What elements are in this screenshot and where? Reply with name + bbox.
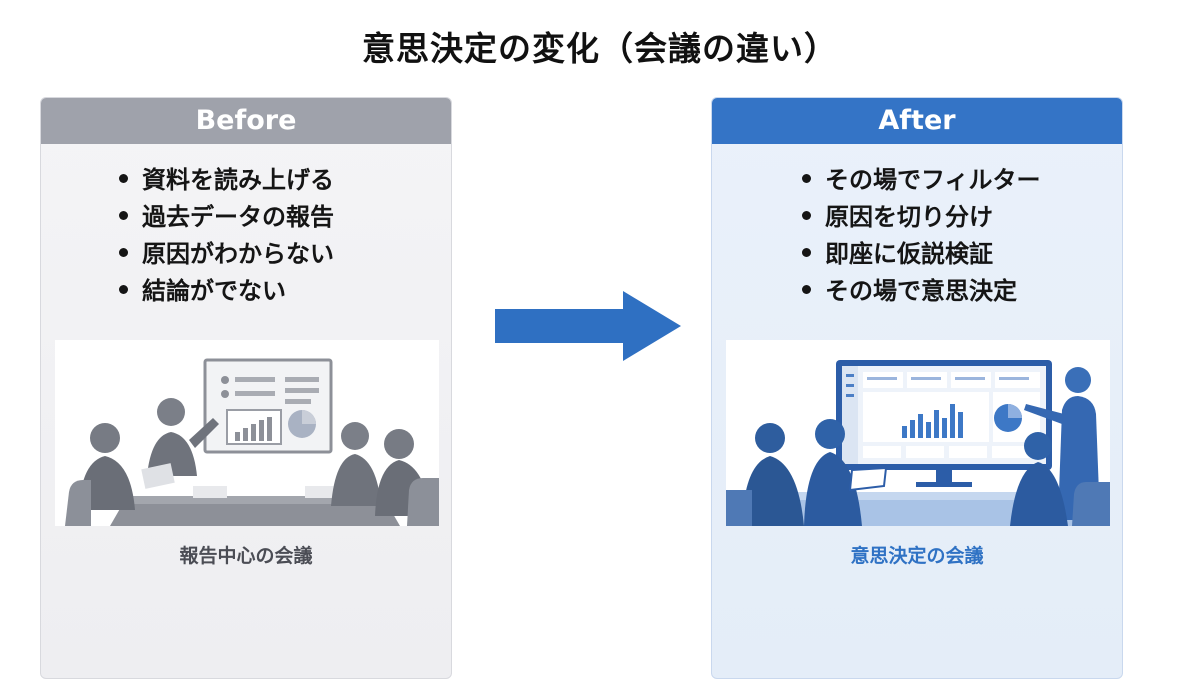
page-title: 意思決定の変化（会議の違い） [362,29,838,68]
list-item-label: その場で意思決定 [825,277,1017,305]
right-arrow-icon [495,291,685,365]
list-item-label: 資料を読み上げる [142,166,334,194]
list-item: 資料を読み上げる [119,162,334,199]
list-item-label: 原因がわからない [142,240,334,268]
after-card: After その場でフィルター 原因を切り分け 即座に仮説検証 その場で意思決定 [711,97,1123,679]
after-caption: 意思決定の会議 [850,545,984,567]
list-item-label: 過去データの報告 [142,203,334,231]
list-item: その場でフィルター [802,162,1041,199]
list-item-label: 即座に仮説検証 [825,240,993,268]
bullet-icon [119,210,128,220]
after-list: その場でフィルター 原因を切り分け 即座に仮説検証 その場で意思決定 [802,162,1041,310]
bullet-icon [119,284,128,294]
bullet-icon [802,210,811,220]
report-meeting-illustration [55,340,439,526]
list-item: 過去データの報告 [119,199,334,236]
decision-meeting-illustration [726,340,1110,526]
list-item: 原因がわからない [119,236,334,273]
list-item-label: 結論がでない [142,277,286,305]
list-item: 即座に仮説検証 [802,236,1041,273]
list-item: その場で意思決定 [802,273,1041,310]
bullet-icon [119,247,128,257]
bullet-icon [802,247,811,257]
bullet-icon [802,284,811,294]
bullet-icon [119,173,128,183]
before-list: 資料を読み上げる 過去データの報告 原因がわからない 結論がでない [119,162,334,310]
list-item-label: 原因を切り分け [825,203,993,231]
before-card: Before 資料を読み上げる 過去データの報告 原因がわからない 結論がでない [40,97,452,679]
before-caption: 報告中心の会議 [179,545,313,567]
before-header: Before [41,98,451,144]
list-item-label: その場でフィルター [825,166,1041,194]
after-header: After [712,98,1122,144]
list-item: 結論がでない [119,273,334,310]
list-item: 原因を切り分け [802,199,1041,236]
bullet-icon [802,173,811,183]
